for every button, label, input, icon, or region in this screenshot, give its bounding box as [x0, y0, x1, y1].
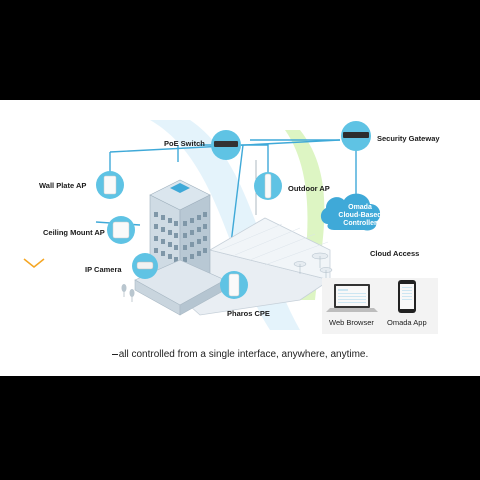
plaza-grid: [219, 223, 329, 266]
poe-switch-bubble: [211, 130, 241, 160]
tagline-text: all controlled from a single interface, …: [118, 349, 369, 360]
pharos-cpe-bubble: [220, 271, 248, 299]
umbrella-table-icon: [293, 261, 307, 274]
phone-icon: [398, 280, 416, 313]
pharos-cpe-icon: [228, 273, 240, 297]
tagline: all controlled from a single interface, …: [0, 349, 480, 360]
cloud-access-label: Cloud Access: [370, 249, 420, 258]
ceiling-mount-ap-icon: [112, 221, 130, 239]
omada-app-label: Omada App: [387, 318, 427, 327]
network-diagram-graphic: [23, 120, 438, 334]
wall-plate-ap-icon: [103, 175, 117, 195]
tree-icon: [121, 284, 127, 297]
ceiling-mount-ap-label: Ceiling Mount AP: [43, 228, 105, 237]
security-gateway-label: Security Gateway: [377, 134, 440, 143]
cloud-controller-shape: [320, 193, 381, 231]
poe-switch-label: PoE Switch: [164, 139, 205, 148]
tree-icon: [129, 289, 135, 302]
laptop-icon: [326, 284, 378, 312]
ip-camera-icon: [136, 261, 154, 270]
poe-switch-icon: [214, 141, 238, 147]
cloud-controller-line3: Controller: [343, 220, 377, 227]
outdoor-ap-label: Outdoor AP: [288, 184, 330, 193]
cloud-controller-line1: Omada: [348, 204, 372, 211]
security-gateway-bubble: [341, 121, 371, 151]
ceiling-mount-ap-bubble: [107, 216, 135, 244]
web-browser-label: Web Browser: [329, 318, 374, 327]
cloud-controller-label: Omada Cloud-Based Controller: [330, 204, 390, 228]
outdoor-ap-bubble: [254, 172, 282, 200]
text-cursor: [111, 353, 118, 355]
orange-chevron-icon: [23, 258, 45, 268]
ip-camera-label: IP Camera: [85, 265, 122, 274]
outdoor-ap-icon: [264, 173, 272, 199]
umbrella-table-icon: [311, 252, 329, 268]
wall-plate-ap-bubble: [96, 171, 124, 199]
pharos-cpe-label: Pharos CPE: [227, 309, 270, 318]
security-gateway-icon: [343, 132, 369, 138]
diagram-frame: PoE Switch Security Gateway Wall Plate A…: [0, 100, 480, 376]
wall-plate-ap-label: Wall Plate AP: [39, 181, 87, 190]
cloud-controller-line2: Cloud-Based: [338, 212, 382, 219]
ip-camera-bubble: [132, 253, 158, 279]
